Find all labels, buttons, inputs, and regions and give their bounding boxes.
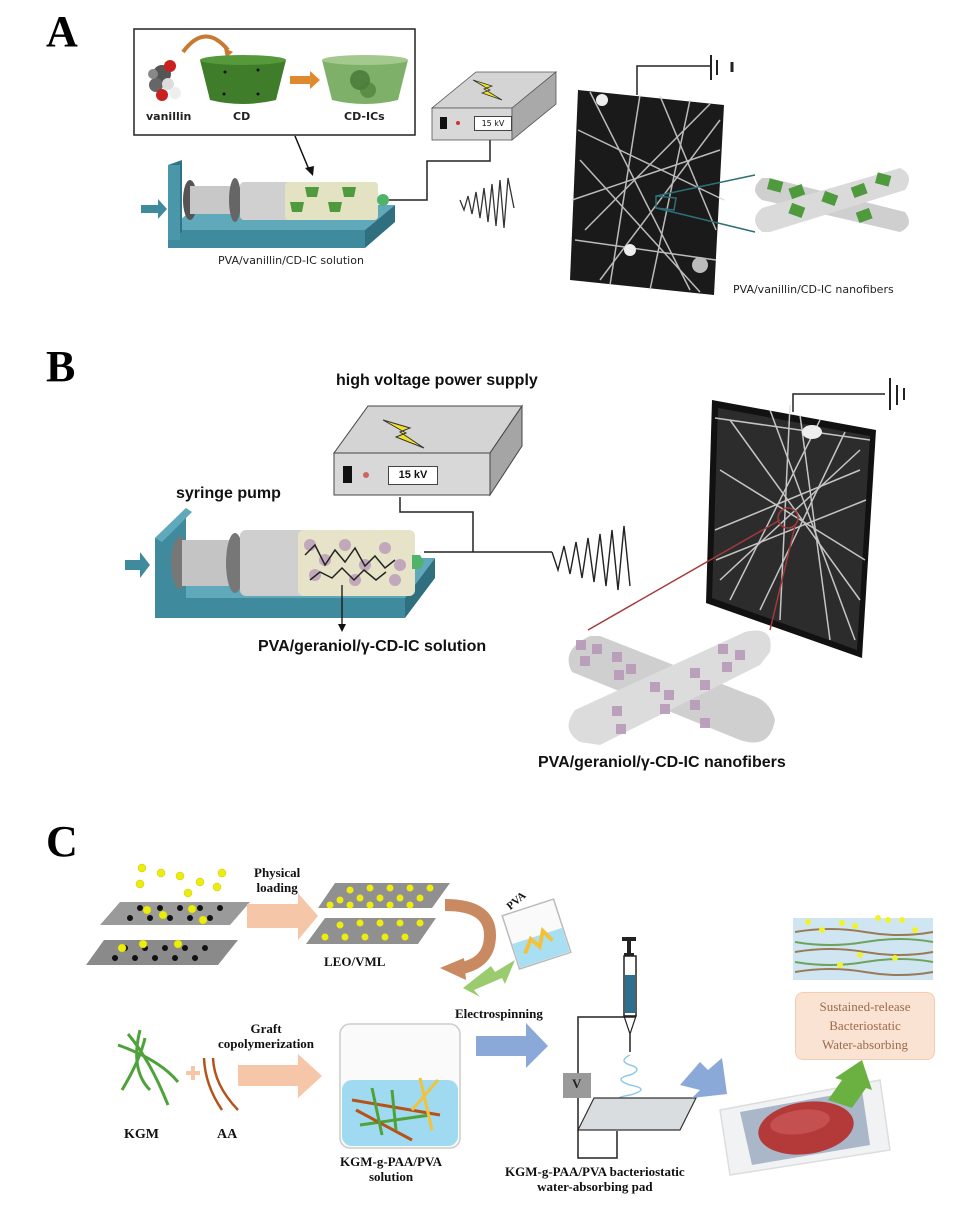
label-solution: solution	[368, 1168, 414, 1184]
label-copolymerization: copolymerization	[218, 1035, 315, 1051]
pva-beaker-icon	[501, 898, 572, 970]
lightning-icon	[472, 79, 503, 101]
electrospinning-arrow-icon	[476, 1023, 548, 1068]
properties-box: Sustained-release Bacteriostatic Water-a…	[795, 992, 935, 1060]
label-physical-loading: Physical loading	[254, 865, 301, 896]
label-aa: AA	[217, 1127, 238, 1142]
property-water-absorbing: Water-absorbing	[821, 1037, 909, 1052]
label-cd-ics: CD-ICs	[344, 110, 385, 123]
solution-beaker-icon	[339, 1023, 461, 1149]
panel-b-jet-spiral	[551, 525, 631, 591]
label-pva-vanillin-nanofibers: PVA/vanillin/CD-IC nanofibers	[733, 283, 894, 296]
label-electrospinning: Electrospinning	[455, 1006, 543, 1021]
label-graft-copolymerization: Graft copolymerization	[218, 1021, 315, 1052]
electrospinning-setup	[563, 937, 697, 1159]
panel-a-letter: A	[46, 7, 78, 56]
label-bacteriostatic-pad: KGM-g-PAA/PVA bacteriostatic water-absor…	[505, 1164, 685, 1195]
label-syringe-pump: syringe pump	[176, 485, 281, 502]
voltage-readout: 15 kV	[481, 119, 505, 128]
panel-a-nanofiber-crossing	[755, 168, 909, 232]
label-pva-geraniol-solution: PVA/geraniol/γ-CD-IC solution	[258, 638, 487, 655]
label-high-voltage-power-supply: high voltage power supply	[336, 372, 538, 389]
label-kgm: KGM	[124, 1127, 159, 1142]
panel-a-wire	[389, 140, 491, 201]
label-pad-line1: KGM-g-PAA/PVA bacteriostatic	[505, 1164, 685, 1179]
green-up-arrow-icon	[828, 1060, 872, 1108]
panel-c-letter: C	[46, 817, 78, 866]
label-graft: Graft	[250, 1021, 282, 1036]
label-leo-vml: LEO/VML	[324, 954, 386, 969]
aa-chains-icon	[202, 1057, 239, 1111]
label-loading: loading	[256, 879, 298, 895]
panel-a-power-supply	[430, 71, 558, 141]
voltage-readout: 15 kV	[398, 469, 428, 481]
label-pad-line2: water-absorbing pad	[537, 1178, 653, 1194]
lightning-icon	[382, 419, 425, 449]
panel-a-ground-wire	[636, 65, 710, 95]
panel-b-collector	[706, 400, 876, 658]
panel-c-loaded-sheets	[306, 883, 450, 944]
layered-pad-icon	[793, 915, 934, 980]
label-cd: CD	[233, 110, 251, 123]
voltage-source-label: V	[572, 1076, 582, 1091]
cyclodextrin-cup-icon	[200, 60, 286, 104]
label-vanillin: vanillin	[146, 110, 192, 123]
panel-a-voltage-display: 15 kV	[474, 116, 512, 131]
panel-b-syringe-pump	[125, 508, 435, 632]
vanillin-molecule-icon	[148, 60, 181, 101]
panel-b-power-supply	[333, 404, 523, 497]
panel-a-syringe-pump	[141, 160, 395, 248]
curved-arrow-icon	[181, 34, 230, 54]
orange-arrow-icon	[290, 71, 320, 89]
panel-a-ground-icon	[710, 55, 734, 80]
label-pva-geraniol-nanofibers: PVA/geraniol/γ-CD-IC nanofibers	[538, 754, 786, 771]
property-sustained-release: Sustained-release	[819, 999, 911, 1014]
brown-curved-arrow-icon	[444, 899, 497, 974]
meat-tray-icon	[719, 1079, 891, 1176]
panel-c-porous-sheets	[86, 863, 250, 965]
plus-icon	[186, 1066, 200, 1080]
label-physical: Physical	[254, 865, 301, 880]
panel-a-collector	[570, 90, 725, 295]
push-arrow-icon	[125, 552, 150, 578]
push-arrow-icon	[141, 199, 167, 219]
panel-a-inset	[133, 28, 416, 176]
label-kgm-solution: KGM-g-PAA/PVA solution	[340, 1154, 443, 1185]
kgm-fibers-icon	[117, 1029, 180, 1106]
label-pva-vanillin-solution: PVA/vanillin/CD-IC solution	[218, 254, 364, 267]
panel-b-voltage-display: 15 kV	[388, 466, 438, 485]
property-bacteriostatic: Bacteriostatic	[829, 1018, 901, 1033]
label-kgm-g-paa-pva: KGM-g-PAA/PVA	[340, 1154, 443, 1169]
physical-loading-arrow-icon	[247, 893, 318, 940]
green-arrow-icon	[463, 960, 515, 997]
panel-b-nanofiber-crossing	[568, 630, 775, 745]
panel-b-letter: B	[46, 342, 76, 391]
panel-b-ground-wire	[792, 393, 885, 412]
graft-arrow-icon	[238, 1054, 322, 1098]
panel-a-jet-spiral	[459, 177, 515, 229]
panel-b-wire	[399, 497, 474, 552]
panel-b-ground-icon	[889, 378, 905, 410]
application-arrow-icon	[680, 1058, 727, 1098]
